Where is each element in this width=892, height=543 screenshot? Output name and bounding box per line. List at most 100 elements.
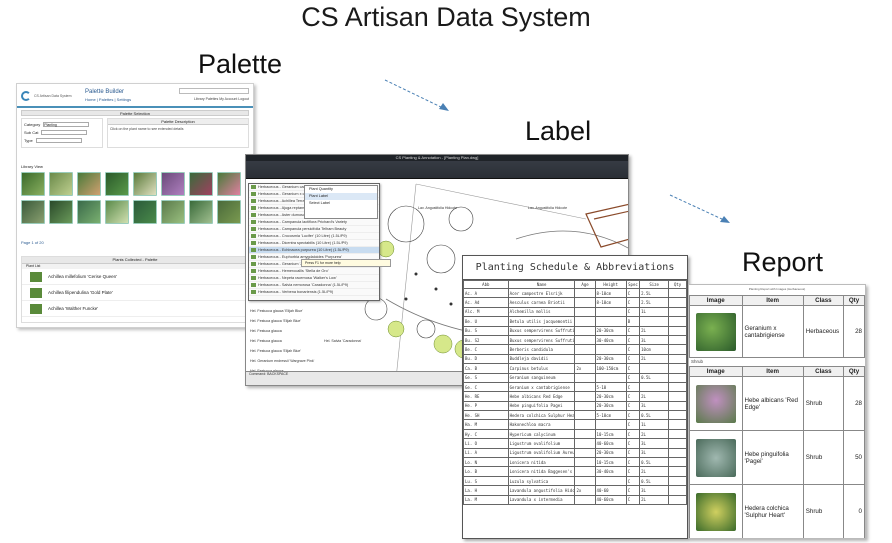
category-select[interactable]: Planting	[43, 122, 90, 127]
cad-annotation: Hel. Festuca glauca 'Elijah Blue'	[250, 349, 302, 353]
list-item[interactable]: Achillea millefolium 'Cerise Queen'	[22, 269, 248, 285]
plant-thumbnail[interactable]	[133, 200, 157, 224]
plant-option[interactable]: Herbaceous - Crocosmia 'Lucifer' (10 Lit…	[249, 233, 379, 240]
plant-thumbnail[interactable]	[49, 172, 73, 196]
plant-thumbnail-grid	[21, 172, 251, 224]
list-item[interactable]: Achillea filipendulina 'Gold Plate'	[22, 285, 248, 301]
schedule-cell: Luzula sylvatica	[507, 475, 576, 487]
schedule-cell: 2.5L	[639, 287, 670, 299]
schedule-cell: Alchemilla mollis	[507, 306, 576, 318]
schedule-cell	[574, 447, 596, 459]
plant-option[interactable]: Herbaceous - Salvia nemorosa 'Caradonna'…	[249, 282, 379, 289]
plant-thumbnail[interactable]	[161, 200, 185, 224]
schedule-cell	[668, 391, 687, 402]
schedule-cell: 3L	[639, 334, 670, 346]
report-qty: 28	[843, 305, 865, 358]
plant-option[interactable]: Herbaceous - Campanula persicifolia Telh…	[249, 226, 379, 233]
schedule-cell: C	[625, 306, 641, 318]
plant-thumbnail[interactable]	[189, 200, 213, 224]
popup-option[interactable]: Plant Quantity	[309, 187, 333, 191]
report-class: Shrub	[802, 484, 845, 538]
logo-icon	[21, 91, 31, 101]
schedule-cell: Buxus sempervirens Suffruticosa	[507, 334, 576, 346]
schedule-cell	[574, 400, 596, 412]
schedule-cell: Lavandula x intermedia	[507, 494, 576, 506]
palette-pager[interactable]: Page 1 of 20	[21, 240, 44, 245]
cad-annotation: Hel. Festucca glauca 'Elijah Blue'	[250, 309, 303, 313]
help-tooltip: Press F1 for more help	[301, 259, 391, 267]
palette-description: Palette Description Click on the plant n…	[107, 118, 249, 148]
schedule-cell: 40-60	[594, 485, 627, 496]
popup-option[interactable]: Plant Label	[305, 193, 377, 200]
schedule-cell: 30-40cm	[594, 334, 627, 346]
schedule-cell: 10cm	[639, 344, 670, 355]
schedule-cell: C	[625, 353, 641, 365]
plant-option-selected[interactable]: Herbaceous - Echinacea purpurea (10 Litr…	[249, 247, 379, 254]
schedule-cell: Li. A	[463, 447, 509, 459]
label-tool-popup[interactable]: Plant Quantity Plant Label Select Label	[304, 185, 378, 219]
type-select[interactable]	[35, 138, 82, 143]
column-header: Abb	[463, 280, 509, 289]
palette-links[interactable]: Home | Palettes | Settings	[85, 97, 132, 102]
schedule-cell: Lavandula angustifolia Hidcote	[507, 485, 576, 496]
schedule-cell: 3L	[639, 447, 670, 459]
plant-thumbnail[interactable]	[21, 200, 45, 224]
schedule-cell: He. RE	[463, 391, 509, 402]
plant-thumbnail[interactable]	[49, 200, 73, 224]
popup-option[interactable]: Select Label	[309, 201, 330, 205]
plant-option[interactable]: Herbaceous - Hemerocallis 'Stella de Oro…	[249, 268, 379, 275]
palette-nav[interactable]: Library Palettes My Account Logout	[193, 97, 249, 101]
arrow-palette-to-label-icon	[384, 79, 449, 111]
schedule-cell	[574, 381, 596, 393]
plant-thumbnail[interactable]	[77, 172, 101, 196]
plant-image	[30, 303, 42, 314]
plant-thumbnail[interactable]	[217, 200, 241, 224]
plant-thumbnail[interactable]	[77, 200, 101, 224]
plant-option[interactable]: Herbaceous - Dicentra spectabilis (10 Li…	[249, 240, 379, 247]
schedule-cell: 3L	[639, 438, 670, 449]
schedule-cell	[574, 419, 596, 430]
cad-annotation: Hel. Geranium endressii 'Wargrave Pink'	[250, 359, 315, 363]
report-item: Hedera colchica 'Sulphur Heart'	[741, 484, 804, 538]
plant-option[interactable]: Herbaceous - Campanula lactiflora Pricha…	[249, 219, 379, 226]
schedule-cell: C	[625, 400, 641, 412]
plant-thumbnail[interactable]	[133, 172, 157, 196]
plant-option[interactable]: Herbaceous - Geranium 'Johnson's Blue'	[249, 261, 379, 268]
schedule-cell	[594, 306, 627, 318]
column-header: Image	[689, 295, 743, 306]
palette-search-input[interactable]	[179, 88, 249, 94]
schedule-cell	[574, 372, 596, 383]
report-qty: 50	[843, 430, 865, 485]
planting-report: Planting Report with Images (Herbaceous)…	[688, 284, 866, 539]
slide-title: CS Artisan Data System	[301, 2, 591, 32]
schedule-cell: Ge. S	[463, 372, 509, 383]
column-header: Item	[741, 295, 804, 306]
table-row: Hebe pinguifolia 'Pagei' Shrub 50	[689, 430, 865, 485]
plant-option[interactable]: Herbaceous - Verbena bonariensis (1.5L/P…	[249, 289, 379, 296]
plant-thumbnail[interactable]	[189, 172, 213, 196]
schedule-cell	[574, 475, 596, 487]
schedule-cell: Alc. M	[463, 306, 509, 318]
schedule-cell: 2L	[639, 391, 670, 402]
plant-thumbnail[interactable]	[217, 172, 241, 196]
plant-thumbnail[interactable]	[105, 200, 129, 224]
schedule-cell: 2L	[639, 325, 670, 336]
schedule-cell: La. H	[463, 485, 509, 496]
plant-option[interactable]: Herbaceous - Nepeta racemosa 'Walker's L…	[249, 275, 379, 282]
list-item[interactable]: Achillea 'Walther Funcke'	[22, 301, 248, 317]
plant-thumbnail[interactable]	[21, 172, 45, 196]
report-image-cell	[689, 484, 743, 538]
report-image-cell	[689, 305, 743, 358]
column-header: Class	[802, 366, 845, 377]
schedule-cell: 1L	[639, 419, 670, 430]
subcat-select[interactable]	[41, 130, 88, 135]
plant-thumbnail[interactable]	[105, 172, 129, 196]
schedule-cell: C	[625, 391, 641, 402]
plant-thumbnail[interactable]	[161, 172, 185, 196]
table-row: Geranium x cantabrigiense Herbaceous 28	[689, 305, 865, 358]
